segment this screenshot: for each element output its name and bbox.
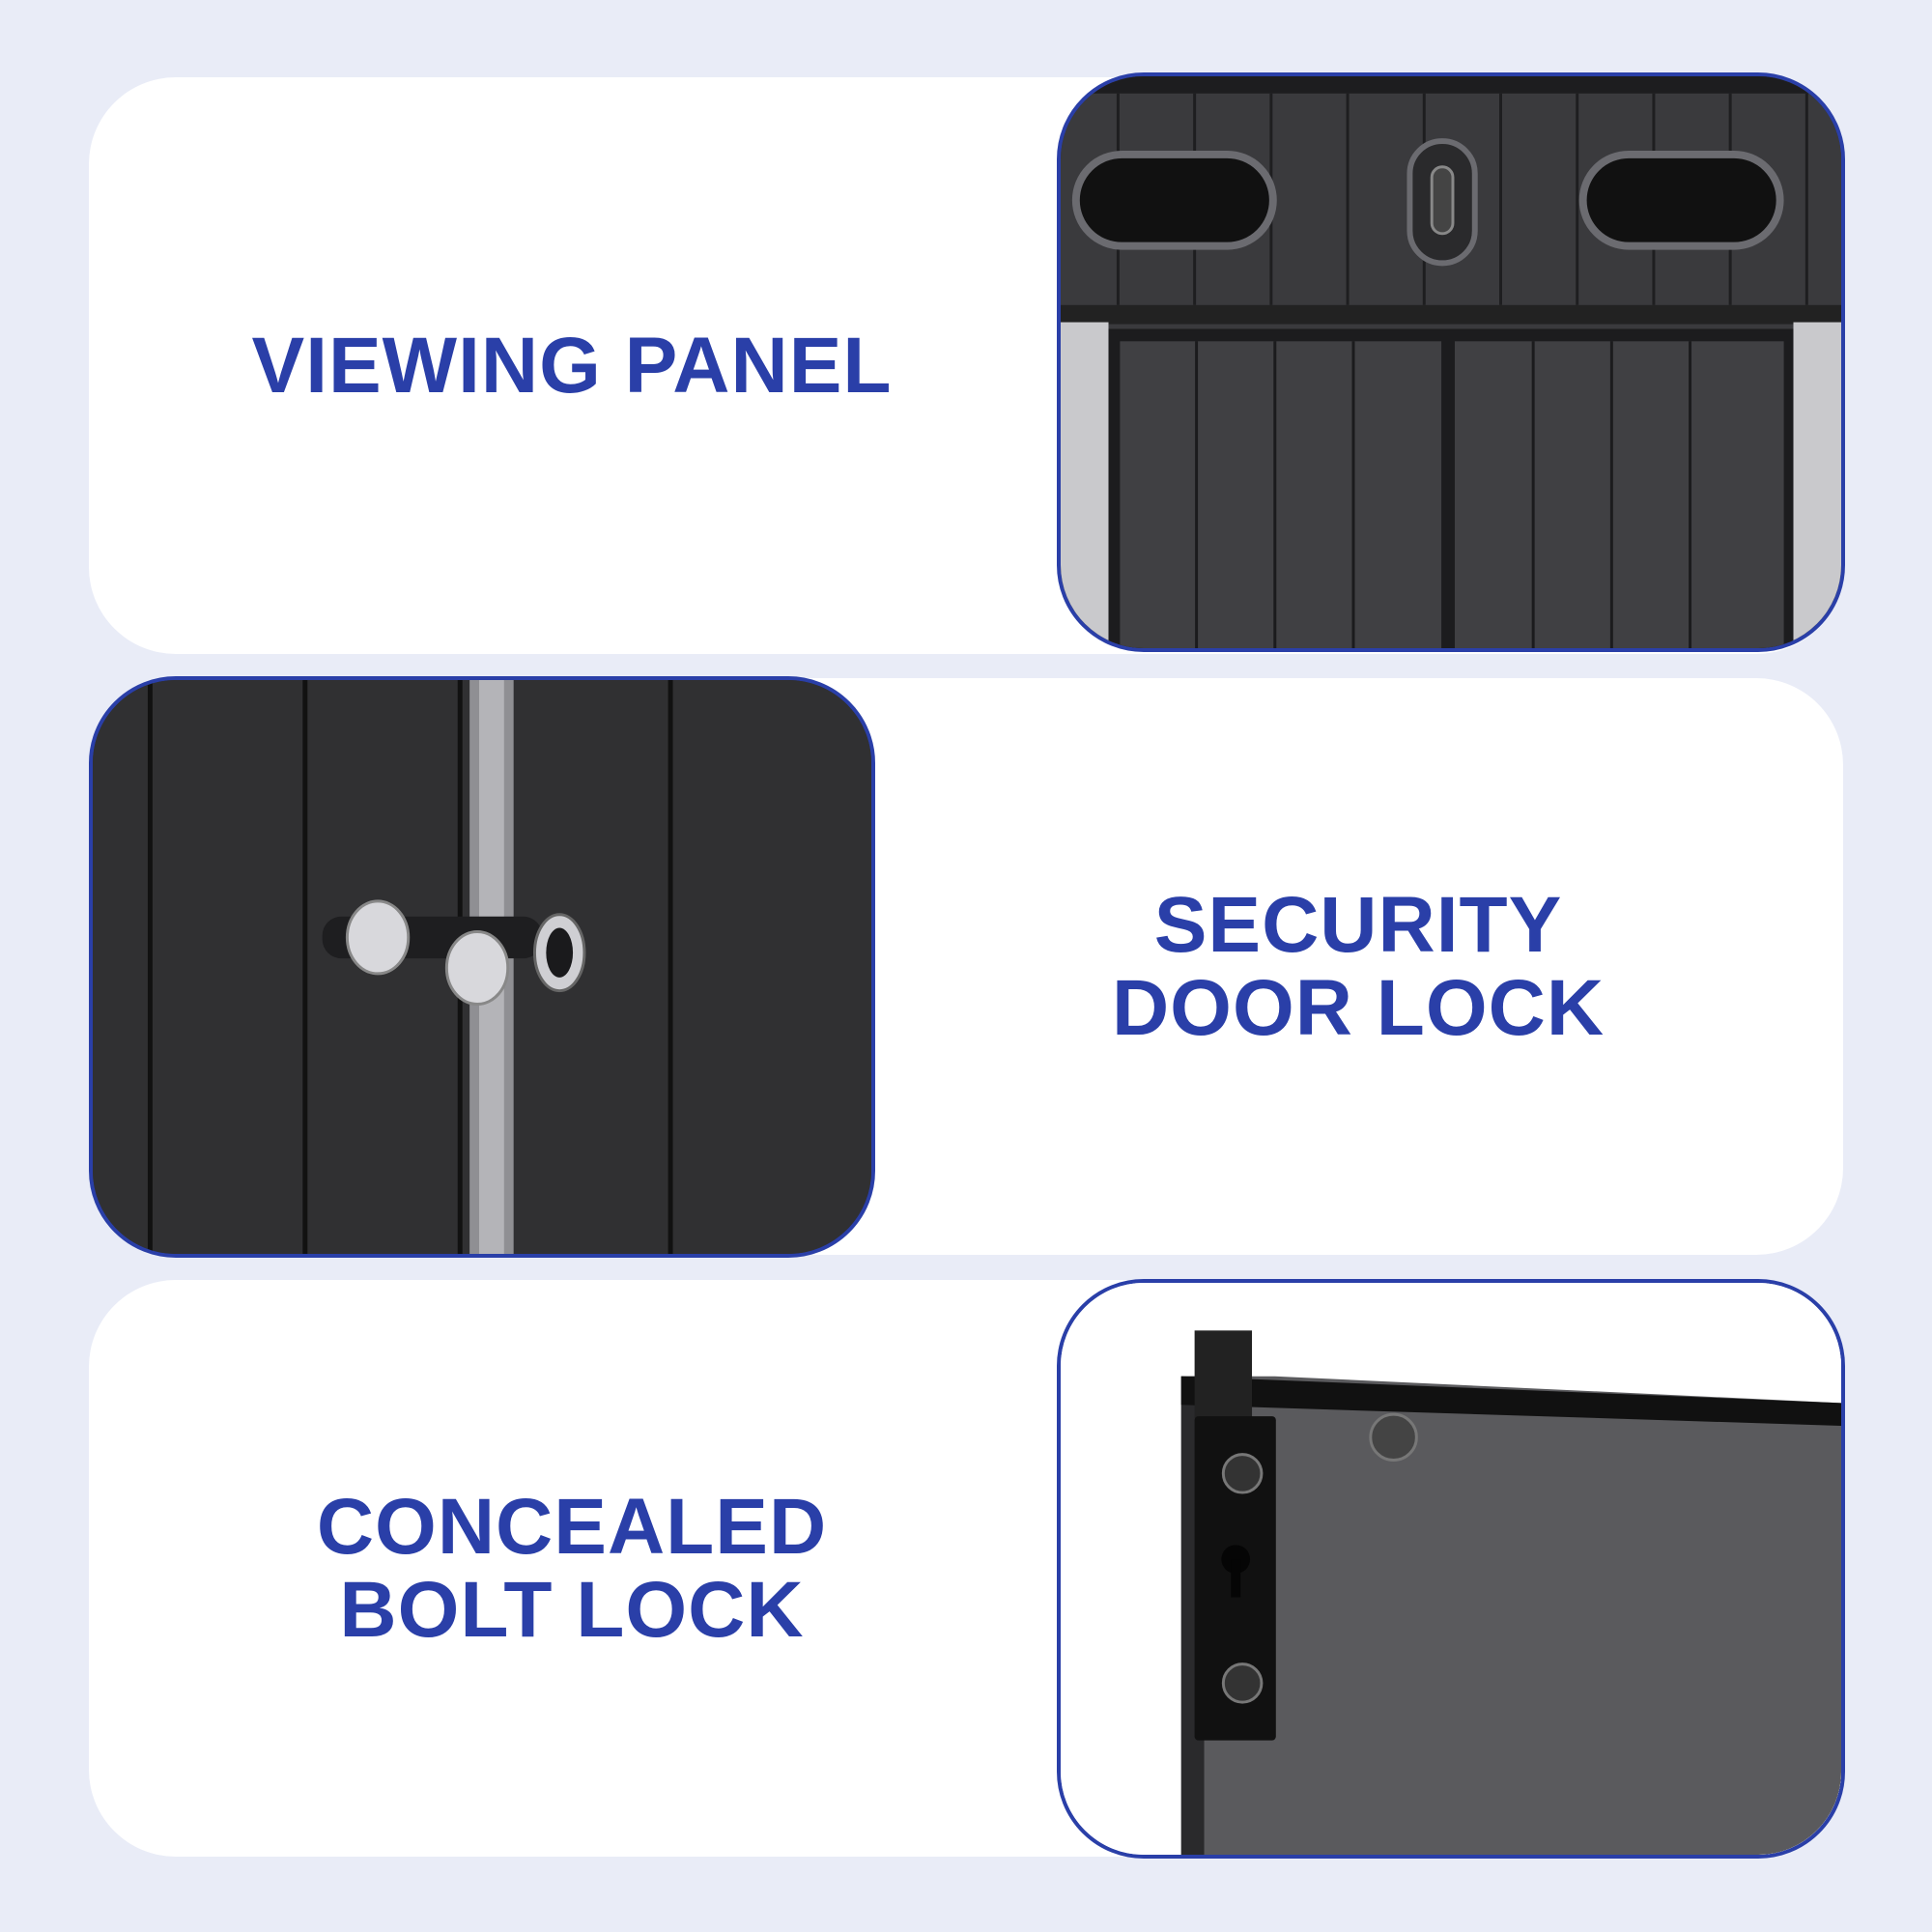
- title-line: DOOR LOCK: [1111, 963, 1605, 1052]
- title-line: VIEWING PANEL: [251, 321, 893, 410]
- shed-door-top-vents-photo: [1057, 72, 1845, 652]
- title-line: BOLT LOCK: [339, 1565, 805, 1654]
- door-handle-lock-photo: [89, 676, 875, 1258]
- feature-title-concealed-bolt-lock: CONCEALED BOLT LOCK: [89, 1280, 1055, 1857]
- feature-title-viewing-panel: VIEWING PANEL: [89, 77, 1055, 654]
- feature-title-security-door-lock: SECURITY DOOR LOCK: [875, 678, 1841, 1255]
- title-line: SECURITY: [1153, 880, 1563, 969]
- title-line: CONCEALED: [316, 1482, 828, 1571]
- bolt-lock-hardware-photo: [1057, 1279, 1845, 1859]
